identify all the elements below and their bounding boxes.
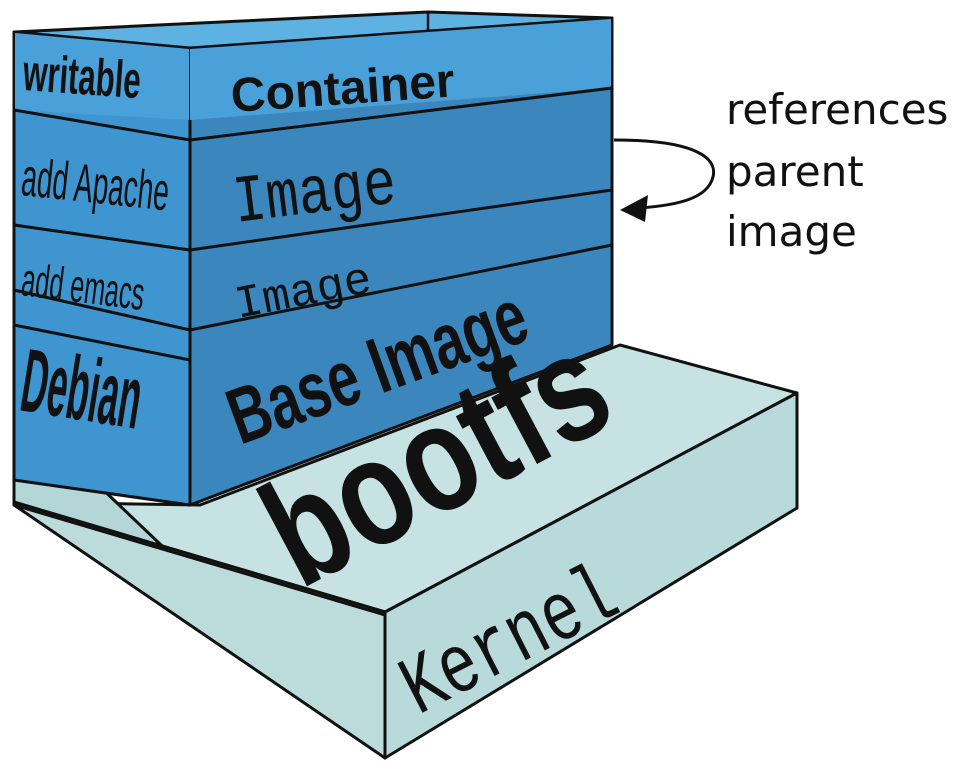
debian-label: Debian <box>15 330 149 449</box>
separator-container <box>13 108 191 142</box>
container-top <box>12 10 614 50</box>
kernel-left-wall <box>12 413 387 760</box>
writable-label: writable <box>20 44 142 110</box>
curved-arrow-icon <box>613 138 715 210</box>
annotation-line-2: parent <box>726 147 864 196</box>
separator-emacs <box>13 288 191 332</box>
annotation-line-1: references <box>726 85 948 134</box>
annotation-line-3: image <box>726 207 857 256</box>
separator-apache <box>13 223 191 252</box>
separator-base <box>13 323 191 362</box>
layer-stack <box>12 10 614 507</box>
arrowhead-icon <box>620 195 648 222</box>
